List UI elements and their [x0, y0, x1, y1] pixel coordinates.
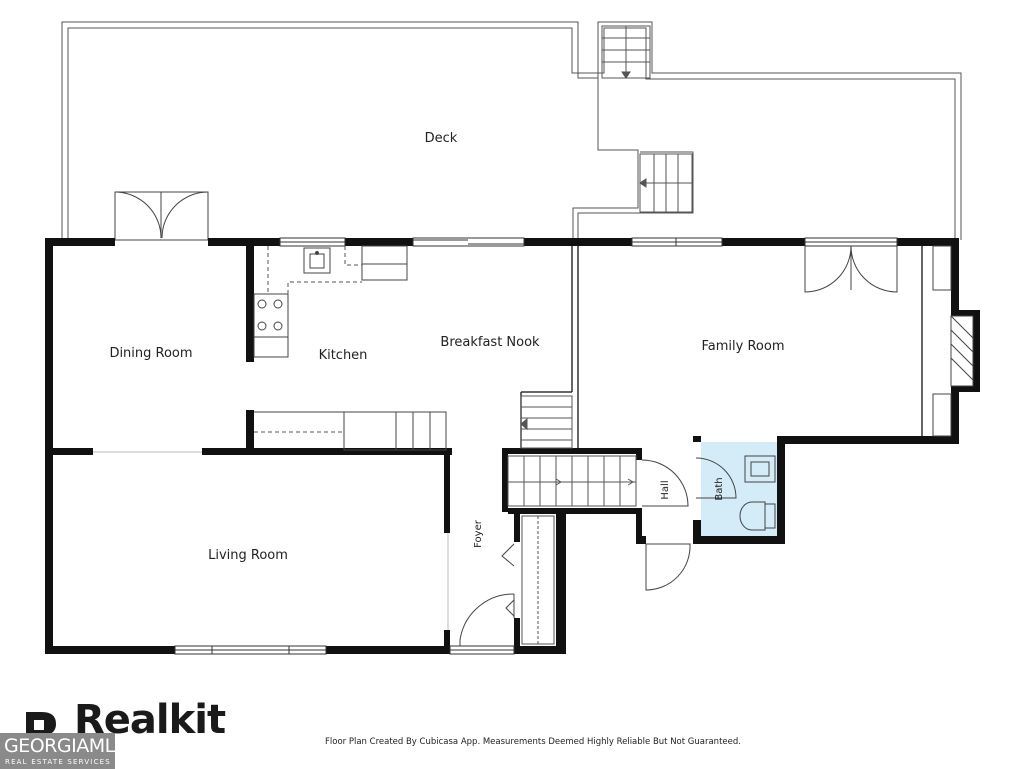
- georgia-mls-name: GEORGIAMLS: [4, 735, 127, 757]
- bath-label: Bath: [714, 477, 725, 500]
- bath-room: [695, 442, 777, 536]
- georgia-mls-tagline: REAL ESTATE SERVICES: [5, 758, 111, 766]
- breakfast-nook-label: Breakfast Nook: [440, 335, 540, 350]
- deck-label: Deck: [425, 131, 458, 146]
- kitchen-dashed-lines: [254, 246, 362, 433]
- georgia-mls-logo: GEORGIAMLS REAL ESTATE SERVICES: [0, 733, 127, 769]
- deck-double-door: [114, 191, 209, 241]
- family-room-double-door: [804, 245, 898, 293]
- family-room-label: Family Room: [702, 339, 785, 354]
- deck-outline: [61, 21, 962, 240]
- living-room-label: Living Room: [208, 548, 288, 563]
- dining-room-label: Dining Room: [109, 346, 192, 361]
- foyer-label: Foyer: [473, 519, 484, 548]
- exterior-walls: [45, 238, 980, 654]
- fireplace: [932, 245, 974, 437]
- deck-stairs-top: [601, 25, 651, 79]
- foyer-doors: [459, 543, 515, 646]
- hall-stairs: [507, 455, 637, 507]
- nook-stairs: [520, 395, 573, 449]
- hall-door: [641, 459, 691, 591]
- kitchen-label: Kitchen: [319, 348, 368, 363]
- hall-label: Hall: [660, 480, 671, 499]
- kitchen-counters: [253, 245, 447, 451]
- windows: [174, 237, 898, 655]
- deck-stairs-middle: [639, 153, 693, 213]
- foyer-closet: [521, 515, 555, 645]
- disclaimer-text: Floor Plan Created By Cubicasa App. Meas…: [325, 737, 741, 747]
